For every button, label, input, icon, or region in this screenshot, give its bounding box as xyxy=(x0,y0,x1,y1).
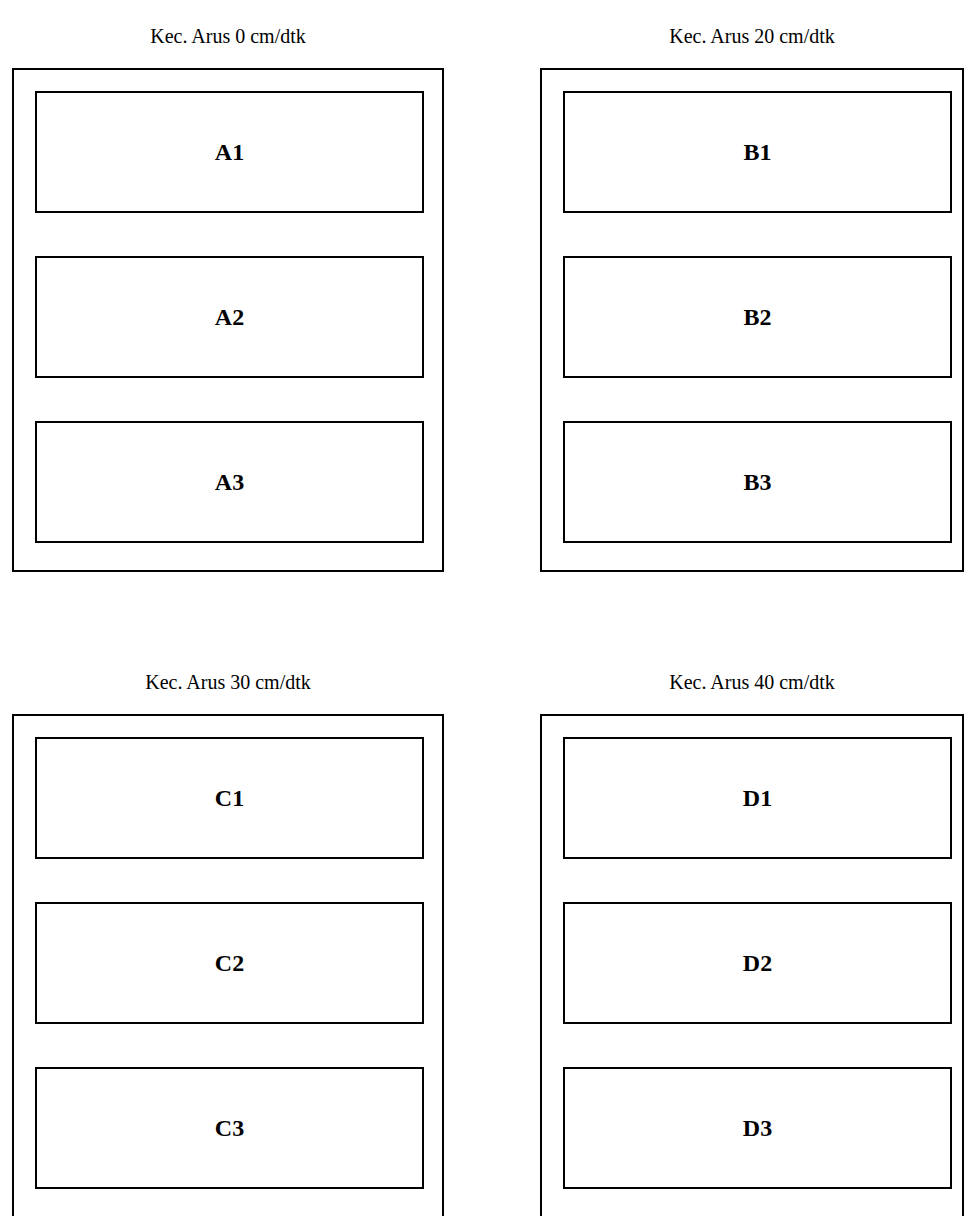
tank-heading: Kec. Arus 40 cm/dtk xyxy=(502,671,966,694)
box-label: C3 xyxy=(37,1115,422,1142)
sample-box: B3 xyxy=(563,421,952,543)
sample-box: C1 xyxy=(35,737,424,859)
box-label: A2 xyxy=(37,304,422,331)
box-label: B3 xyxy=(565,469,950,496)
box-label: A3 xyxy=(37,469,422,496)
sample-box: D2 xyxy=(563,902,952,1024)
sample-box: A3 xyxy=(35,421,424,543)
sample-box: B1 xyxy=(563,91,952,213)
tank-box: Kec. Arus 20 cm/dtkB1B2B3 xyxy=(540,68,964,572)
box-label: B2 xyxy=(565,304,950,331)
box-label: D3 xyxy=(565,1115,950,1142)
box-label: C1 xyxy=(37,785,422,812)
sample-box: C3 xyxy=(35,1067,424,1189)
box-label: A1 xyxy=(37,139,422,166)
sample-box: D3 xyxy=(563,1067,952,1189)
box-label: D1 xyxy=(565,785,950,812)
box-label: C2 xyxy=(37,950,422,977)
box-label: D2 xyxy=(565,950,950,977)
tank-heading: Kec. Arus 0 cm/dtk xyxy=(0,25,482,48)
tank-heading: Kec. Arus 30 cm/dtk xyxy=(0,671,482,694)
tank-heading: Kec. Arus 20 cm/dtk xyxy=(502,25,966,48)
tank-box: Kec. Arus 30 cm/dtkC1C2C3 xyxy=(12,714,444,1216)
sample-box: D1 xyxy=(563,737,952,859)
box-label: B1 xyxy=(565,139,950,166)
sample-box: A2 xyxy=(35,256,424,378)
tank-box: Kec. Arus 0 cm/dtkA1A2A3 xyxy=(12,68,444,572)
sample-box: C2 xyxy=(35,902,424,1024)
tank-box: Kec. Arus 40 cm/dtkD1D2D3 xyxy=(540,714,964,1216)
sample-box: B2 xyxy=(563,256,952,378)
sample-box: A1 xyxy=(35,91,424,213)
